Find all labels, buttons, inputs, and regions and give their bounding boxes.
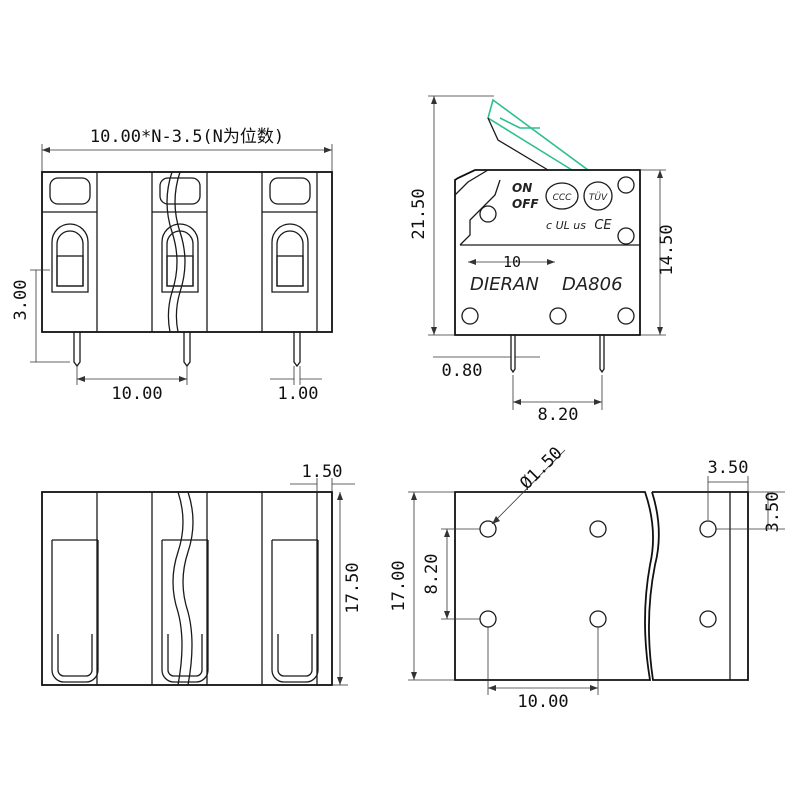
pin-thickness-label: 1.00 [278, 384, 319, 404]
height-label: 3.00 [11, 280, 31, 321]
pin-side-1 [510, 335, 516, 374]
pitch-label: 10.00 [111, 384, 162, 404]
tuv-cert-icon [583, 181, 613, 211]
ul-cert-icon: c UL us [546, 219, 586, 232]
body-height-label: 14.50 [657, 224, 677, 275]
pin-width-label: 0.80 [442, 361, 483, 381]
hole-diameter-label: Ø1.50 [516, 443, 566, 493]
pitch-marker: 10 [503, 253, 521, 271]
pcb-hole [479, 610, 497, 628]
model-label: DA806 [562, 274, 623, 295]
total-height-label: 21.50 [409, 188, 429, 239]
width-formula-label: 10.00*N-3.5(N为位数) [90, 127, 284, 147]
lever [487, 98, 591, 171]
pcb-view: Ø1.50 8.20 17.00 10.00 3.50 3.50 [389, 443, 785, 712]
wire-hole-3 [271, 223, 309, 293]
bottom-view: 1.50 17.50 [41, 462, 363, 686]
pcb-depth-label: 17.00 [389, 560, 409, 611]
ce-cert-icon: CE [594, 218, 612, 233]
svg-text:TÜV: TÜV [589, 192, 608, 203]
pcb-pitch-label: 10.00 [517, 692, 568, 712]
switch-off-label: OFF [512, 197, 539, 211]
pcb-hole [699, 610, 717, 628]
edge-x-label: 3.50 [708, 458, 749, 478]
pin-side-2 [599, 335, 605, 374]
wire-hole-2 [161, 223, 199, 293]
row-spacing-label: 8.20 [422, 554, 442, 595]
switch-on-label: ON [512, 181, 532, 195]
side-view: 10 DIERAN DA806 ON OFF CCC TÜV c UL us C… [409, 95, 677, 425]
brand-label: DIERAN [470, 274, 539, 295]
pcb-hole [589, 520, 607, 538]
pins-front [73, 332, 301, 368]
pcb-hole [699, 520, 717, 538]
pcb-hole [589, 610, 607, 628]
wall-label: 1.50 [302, 462, 343, 482]
edge-y-label: 3.50 [763, 492, 783, 533]
wire-hole-1 [51, 223, 89, 293]
depth-label: 17.50 [343, 562, 363, 613]
front-view: 10.00*N-3.5(N为位数) [11, 127, 333, 404]
svg-text:CCC: CCC [553, 193, 573, 203]
pin-spacing-label: 8.20 [538, 405, 579, 425]
ccc-cert-icon [545, 182, 579, 210]
pcb-hole [479, 520, 497, 538]
